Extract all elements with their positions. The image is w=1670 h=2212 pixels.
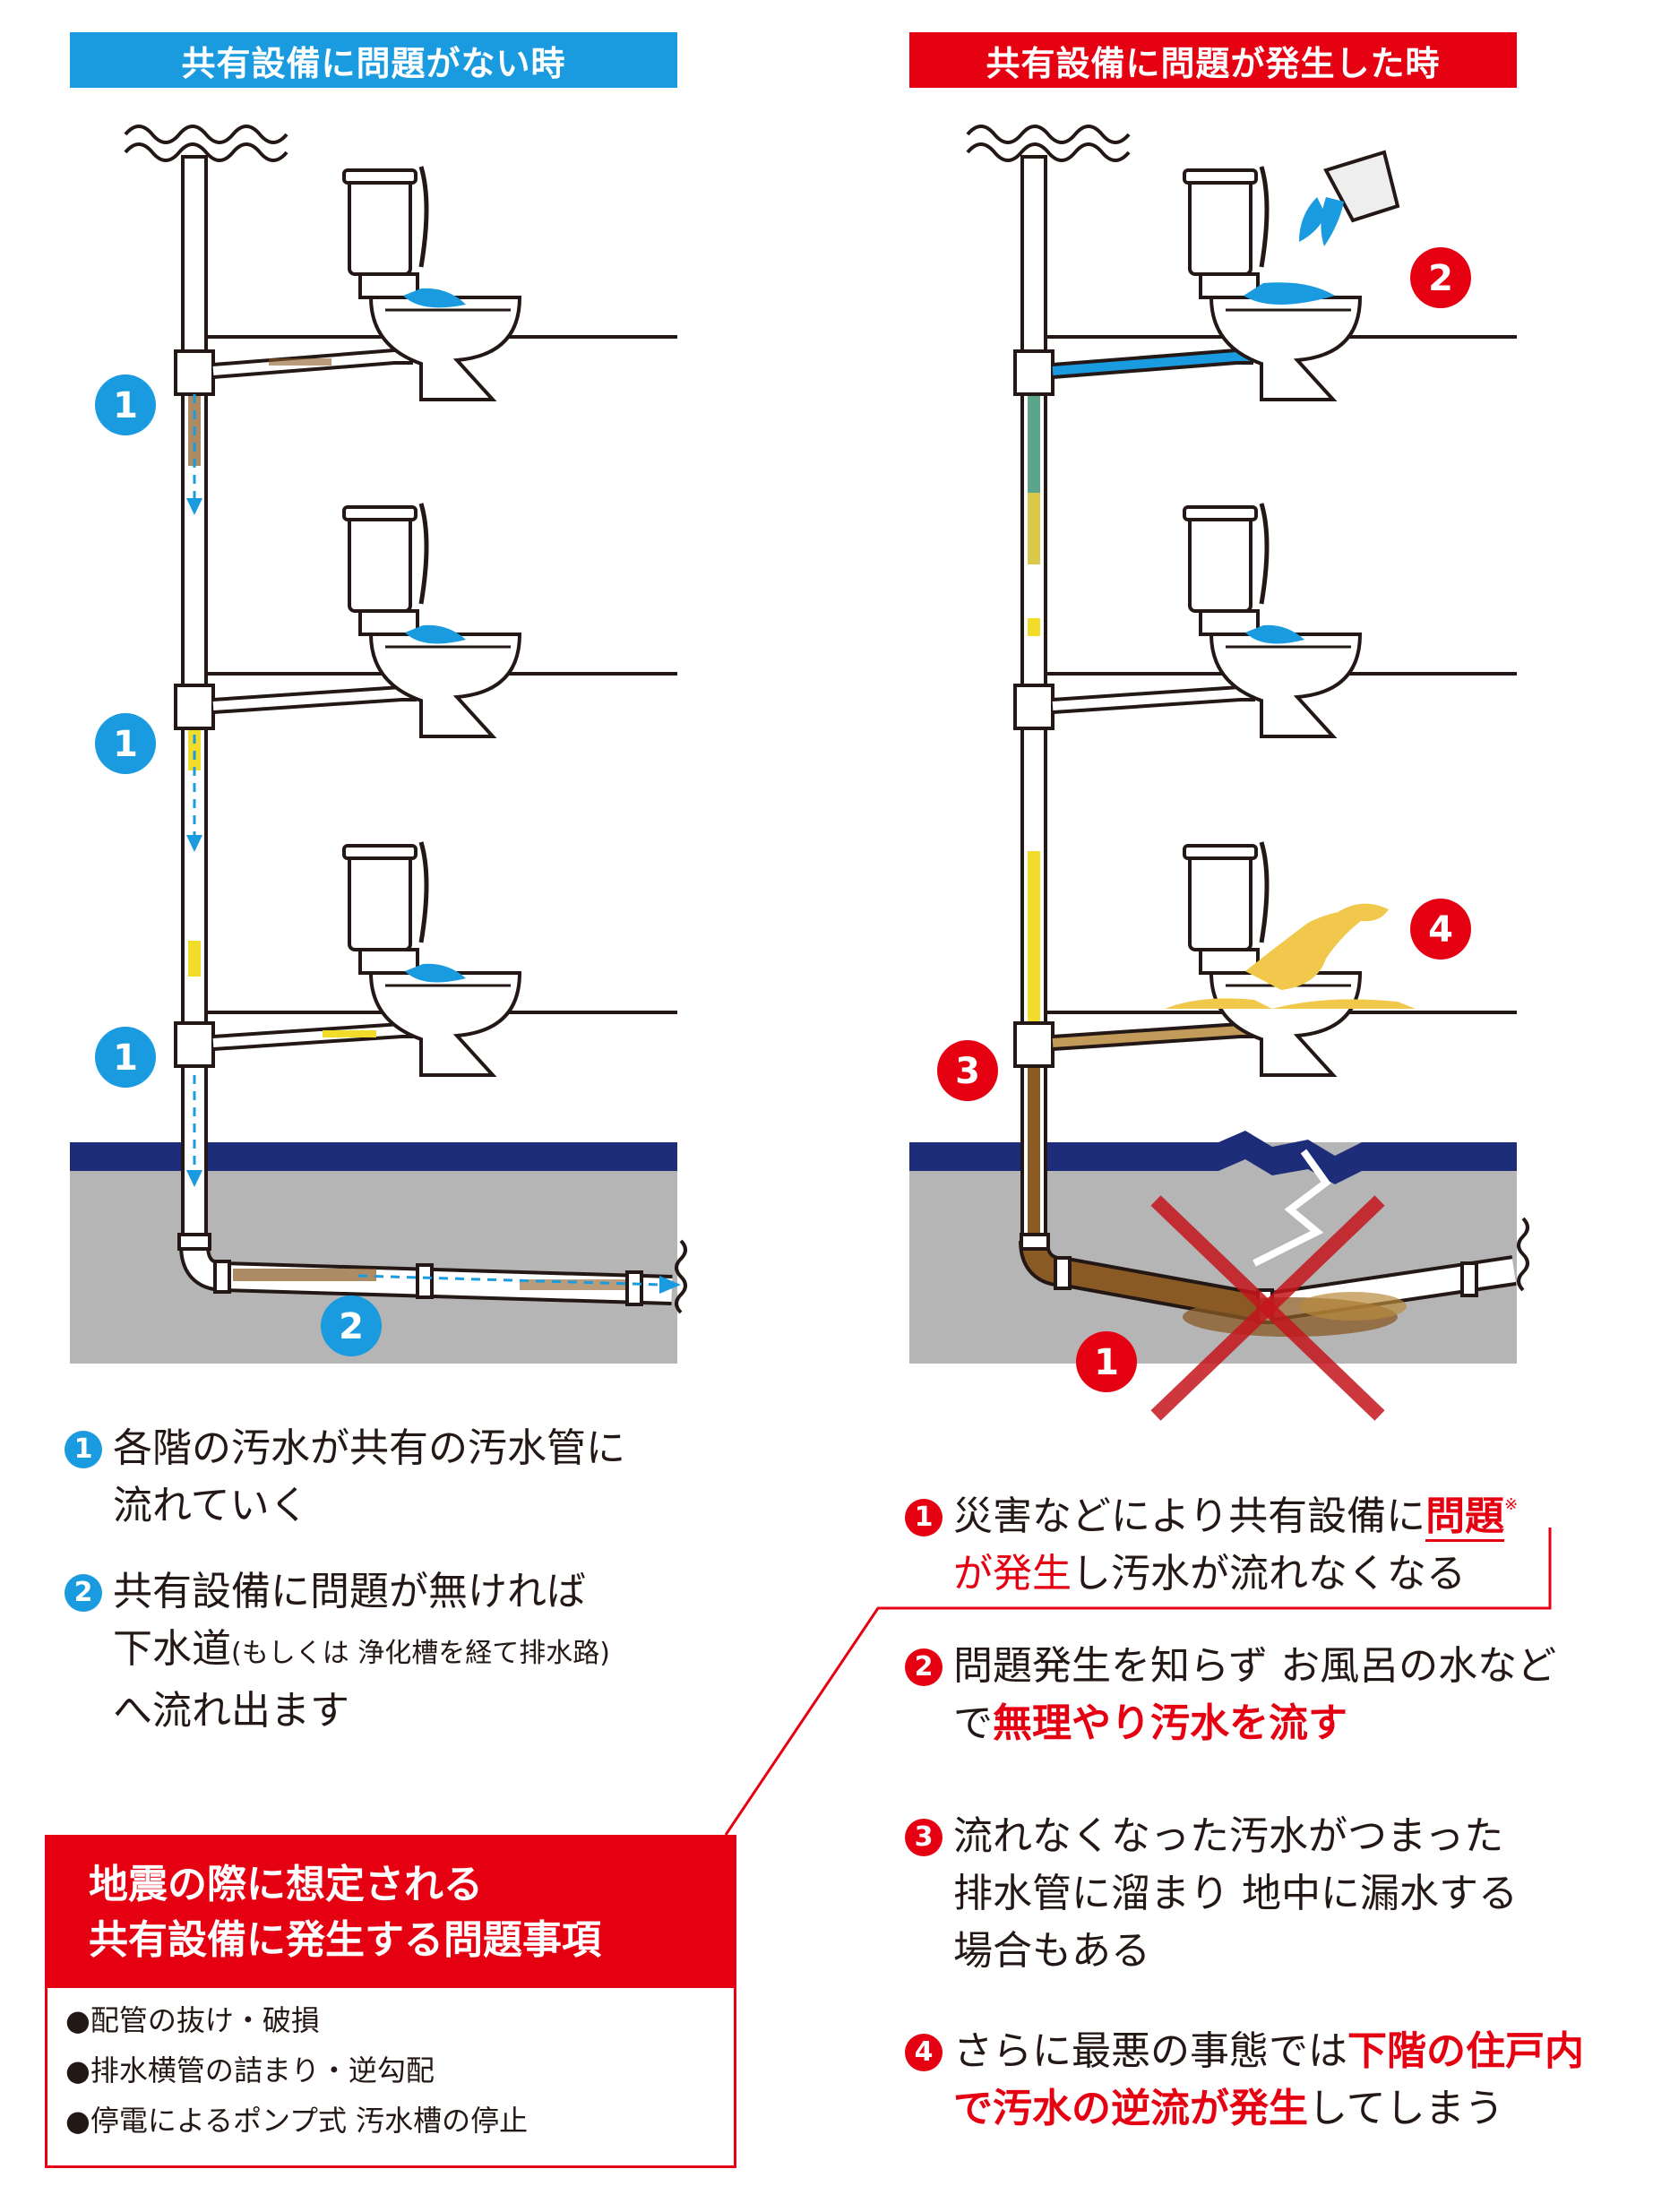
note-number-badge: 4 [905, 2034, 943, 2071]
svg-text:1: 1 [113, 724, 138, 765]
step-badge-1: 1 [95, 1027, 156, 1088]
note-number-badge: 2 [905, 1648, 943, 1686]
note-number-badge: 1 [65, 1431, 102, 1468]
note-highlight: が発生 [953, 1551, 1072, 1597]
note-text: 問題発生を知らず お風呂の水など [953, 1643, 1557, 1689]
note-highlight: で汚水の逆流が発生 [953, 2086, 1308, 2131]
list-item: ●停電によるポンプ式 汚水槽の停止 [65, 2104, 529, 2138]
note-highlight: 問題 [1425, 1493, 1505, 1542]
right-note-4: 4 さらに最悪の事態では下階の住戸内 で汚水の逆流が発生してしまう [905, 2023, 1584, 2138]
note-number-badge: 1 [905, 1499, 943, 1536]
right-note-2: 2 問題発生を知らず お風呂の水など で無理やり汚水を流す [905, 1638, 1556, 1752]
note-text: さらに最悪の事態では [953, 2028, 1347, 2074]
footnote-mark: ※ [1504, 1495, 1519, 1514]
note-highlight: 下階の住戸内 [1347, 2028, 1584, 2074]
svg-text:4: 4 [1428, 909, 1453, 951]
list-item: ●排水横管の詰まり・逆勾配 [65, 2053, 435, 2087]
left-note-1: 1 各階の汚水が共有の汚水管に 流れていく [65, 1420, 625, 1535]
left-diagram: 1 1 1 2 [70, 125, 687, 1364]
note-text: 共有設備に問題が無ければ [113, 1569, 586, 1614]
note-text: してしまう [1308, 2086, 1504, 2131]
note-text: 各階の汚水が共有の汚水管に [113, 1425, 625, 1471]
note-text: で [953, 1700, 993, 1746]
crack-icon [1252, 1149, 1331, 1267]
right-diagram: 2 4 3 1 [909, 125, 1529, 1421]
note-text: 排水管に溜まり 地中に漏水する [953, 1871, 1518, 1916]
list-item: ●配管の抜け・破損 [65, 2003, 320, 2037]
note-text: へ流れ出ます [113, 1688, 349, 1734]
note-text: 場合もある [953, 1928, 1150, 1974]
note-text: し汚水が流れなくなる [1072, 1551, 1466, 1597]
note-text: 流れなくなった汚水がつまった [953, 1813, 1504, 1859]
ground-surface [909, 1131, 1517, 1184]
problem-badge-3: 3 [937, 1040, 998, 1101]
note-text: 流れていく [113, 1483, 309, 1528]
right-note-3: 3 流れなくなった汚水がつまった 排水管に溜まり 地中に漏水する 場合もある [905, 1808, 1518, 1980]
step-badge-2: 2 [321, 1295, 382, 1356]
svg-text:3: 3 [955, 1051, 980, 1092]
ground-surface [70, 1142, 677, 1171]
note-text: 下水道 [113, 1626, 231, 1672]
problem-badge-4: 4 [1410, 899, 1471, 960]
svg-text:1: 1 [1094, 1342, 1119, 1383]
note-text-small: (もしくは 浄化槽を経て排水路) [231, 1638, 610, 1669]
note-highlight: 無理やり汚水を流す [993, 1700, 1347, 1746]
svg-text:2: 2 [339, 1306, 364, 1347]
left-note-2: 2 共有設備に問題が無ければ 下水道(もしくは 浄化槽を経て排水路) へ流れ出ます [65, 1563, 610, 1740]
box-title: 地震の際に想定される 共有設備に発生する問題事項 [47, 1838, 734, 1988]
issue-list: ●配管の抜け・破損 ●排水横管の詰まり・逆勾配 ●停電によるポンプ式 汚水槽の停… [47, 1988, 734, 2146]
vent-wave-icon [124, 125, 288, 144]
bucket-icon [1299, 150, 1400, 246]
right-panel-header: 共有設備に問題が発生した時 [909, 32, 1517, 88]
note-number-badge: 3 [905, 1819, 943, 1856]
right-note-1: 1 災害などにより共有設備に問題※ が発生し汚水が流れなくなる [905, 1476, 1518, 1603]
earthquake-issues-box: 地震の際に想定される 共有設備に発生する問題事項 ●配管の抜け・破損 ●排水横管… [45, 1835, 736, 2168]
note-number-badge: 2 [65, 1574, 102, 1612]
note-text: 災害などにより共有設備に [953, 1493, 1426, 1539]
problem-badge-1: 1 [1076, 1331, 1137, 1392]
svg-text:1: 1 [113, 1037, 138, 1079]
problem-badge-2: 2 [1410, 247, 1471, 308]
step-badge-1: 1 [95, 374, 156, 435]
left-panel-header: 共有設備に問題がない時 [70, 32, 677, 88]
svg-text:2: 2 [1428, 258, 1453, 299]
step-badge-1: 1 [95, 713, 156, 774]
callout-line [724, 1528, 1552, 1836]
svg-text:1: 1 [113, 385, 138, 426]
